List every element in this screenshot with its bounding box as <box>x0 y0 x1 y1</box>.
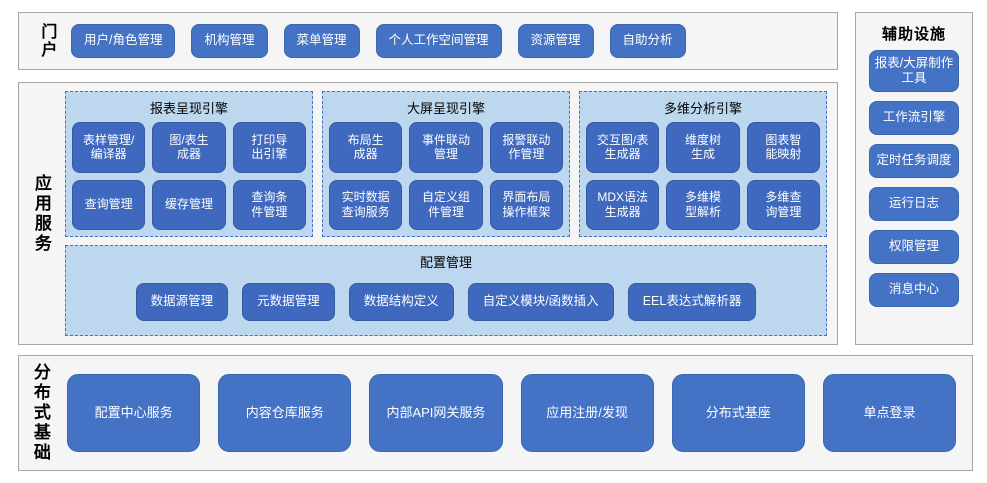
screen-button-realtime-data-query-service[interactable]: 实时数据 查询服务 <box>329 179 403 230</box>
report-button-chart-generator[interactable]: 图/表生 成器 <box>152 122 226 173</box>
infra-button-single-sign-on[interactable]: 单点登录 <box>822 374 957 452</box>
config-management-group: 配置管理 数据源管理 元数据管理 数据结构定义 自定义模块/函数插入 EEL表达… <box>65 245 827 336</box>
infra-button-content-repository-service[interactable]: 内容仓库服务 <box>218 374 352 452</box>
portal-button-organization[interactable]: 机构管理 <box>191 24 268 58</box>
engine-grid-large-screen: 布局生 成器 事件联动 管理 报警联动 作管理 实时数据 查询服务 自定义组 件… <box>329 122 563 230</box>
config-management-title: 配置管理 <box>419 255 472 270</box>
portal-button-user-role[interactable]: 用户/角色管理 <box>71 24 176 58</box>
aux-button-workflow-engine[interactable]: 工作流引擎 <box>869 101 959 135</box>
screen-button-layout-generator[interactable]: 布局生 成器 <box>329 122 403 173</box>
engine-title-report: 报表呈现引擎 <box>149 101 228 116</box>
config-button-group: 数据源管理 元数据管理 数据结构定义 自定义模块/函数插入 EEL表达式解析器 <box>74 277 818 327</box>
olap-button-mdx-syntax-generator[interactable]: MDX语法 生成器 <box>586 179 660 230</box>
infra-button-app-registry-discovery[interactable]: 应用注册/发现 <box>520 374 654 452</box>
application-services-body: 报表呈现引擎 表样管理/ 编译器 图/表生 成器 打印导 出引擎 查询管理 缓存… <box>63 83 837 344</box>
aux-button-scheduled-task[interactable]: 定时任务调度 <box>869 144 959 178</box>
report-button-template-compiler[interactable]: 表样管理/ 编译器 <box>72 122 146 173</box>
portal-button-personal-workspace[interactable]: 个人工作空间管理 <box>375 24 502 58</box>
screen-button-alarm-action-management[interactable]: 报警联动 作管理 <box>489 122 563 173</box>
portal-button-resource[interactable]: 资源管理 <box>517 24 594 58</box>
engine-grid-report: 表样管理/ 编译器 图/表生 成器 打印导 出引擎 查询管理 缓存管理 查询条 … <box>72 122 306 230</box>
infrastructure-label: 分布式基础 <box>30 363 50 463</box>
portal-button-group: 用户/角色管理 机构管理 菜单管理 个人工作空间管理 资源管理 自助分析 <box>63 24 827 58</box>
olap-button-chart-smart-mapping[interactable]: 图表智 能映射 <box>746 122 820 173</box>
application-services-label: 应用服务 <box>31 173 51 254</box>
auxiliary-button-group: 报表/大屏制作工具 工作流引擎 定时任务调度 运行日志 权限管理 消息中心 <box>856 50 972 307</box>
engine-grid-multidimensional: 交互图/表 生成器 维度树 生成 图表智 能映射 MDX语法 生成器 多维模 型… <box>586 122 820 230</box>
config-button-data-structure-definition[interactable]: 数据结构定义 <box>348 283 454 321</box>
engine-group-multidimensional: 多维分析引擎 交互图/表 生成器 维度树 生成 图表智 能映射 MDX语法 生成… <box>579 91 827 237</box>
report-button-print-export-engine[interactable]: 打印导 出引擎 <box>232 122 306 173</box>
olap-button-dimension-tree-generation[interactable]: 维度树 生成 <box>666 122 740 173</box>
screen-button-event-linkage-management[interactable]: 事件联动 管理 <box>409 122 483 173</box>
report-button-cache-management[interactable]: 缓存管理 <box>152 179 226 230</box>
config-button-eel-expression-parser[interactable]: EEL表达式解析器 <box>627 283 757 321</box>
portal-button-menu[interactable]: 菜单管理 <box>283 24 360 58</box>
aux-button-message-center[interactable]: 消息中心 <box>869 273 959 307</box>
auxiliary-panel: 辅助设施 报表/大屏制作工具 工作流引擎 定时任务调度 运行日志 权限管理 消息… <box>855 12 973 345</box>
aux-button-runtime-log[interactable]: 运行日志 <box>869 187 959 221</box>
portal-button-self-service-analysis[interactable]: 自助分析 <box>609 24 686 58</box>
screen-button-custom-component-management[interactable]: 自定义组 件管理 <box>409 179 483 230</box>
engine-title-large-screen: 大屏呈现引擎 <box>406 101 485 116</box>
engine-group-report: 报表呈现引擎 表样管理/ 编译器 图/表生 成器 打印导 出引擎 查询管理 缓存… <box>65 91 313 237</box>
report-button-query-condition-management[interactable]: 查询条 件管理 <box>232 179 306 230</box>
engine-row: 报表呈现引擎 表样管理/ 编译器 图/表生 成器 打印导 出引擎 查询管理 缓存… <box>65 91 827 237</box>
infra-button-distributed-base[interactable]: 分布式基座 <box>671 374 805 452</box>
portal-panel: 门户 用户/角色管理 机构管理 菜单管理 个人工作空间管理 资源管理 自助分析 <box>18 12 838 70</box>
olap-button-interactive-chart-generator[interactable]: 交互图/表 生成器 <box>586 122 660 173</box>
portal-label: 门户 <box>38 23 56 59</box>
config-button-datasource-management[interactable]: 数据源管理 <box>135 283 229 321</box>
aux-button-report-screen-tool[interactable]: 报表/大屏制作工具 <box>869 50 959 92</box>
engine-group-large-screen: 大屏呈现引擎 布局生 成器 事件联动 管理 报警联动 作管理 实时数据 查询服务… <box>322 91 570 237</box>
auxiliary-panel-title: 辅助设施 <box>881 26 946 43</box>
report-button-query-management[interactable]: 查询管理 <box>72 179 146 230</box>
config-button-metadata-management[interactable]: 元数据管理 <box>242 283 335 321</box>
olap-button-query-management[interactable]: 多维查 询管理 <box>746 179 820 230</box>
infrastructure-button-group: 配置中心服务 内容仓库服务 内部API网关服务 应用注册/发现 分布式基座 单点… <box>61 356 972 470</box>
olap-button-model-parsing[interactable]: 多维模 型解析 <box>666 179 740 230</box>
screen-button-ui-layout-framework[interactable]: 界面布局 操作框架 <box>489 179 563 230</box>
engine-title-multidimensional: 多维分析引擎 <box>663 101 742 116</box>
aux-button-permission-management[interactable]: 权限管理 <box>869 230 959 264</box>
infra-button-config-center-service[interactable]: 配置中心服务 <box>67 374 201 452</box>
application-services-panel: 应用服务 报表呈现引擎 表样管理/ 编译器 图/表生 成器 打印导 出引擎 查询… <box>18 82 838 345</box>
config-button-custom-module-function[interactable]: 自定义模块/函数插入 <box>467 283 614 321</box>
infrastructure-panel: 分布式基础 配置中心服务 内容仓库服务 内部API网关服务 应用注册/发现 分布… <box>18 355 973 471</box>
infra-button-internal-api-gateway-service[interactable]: 内部API网关服务 <box>369 374 503 452</box>
